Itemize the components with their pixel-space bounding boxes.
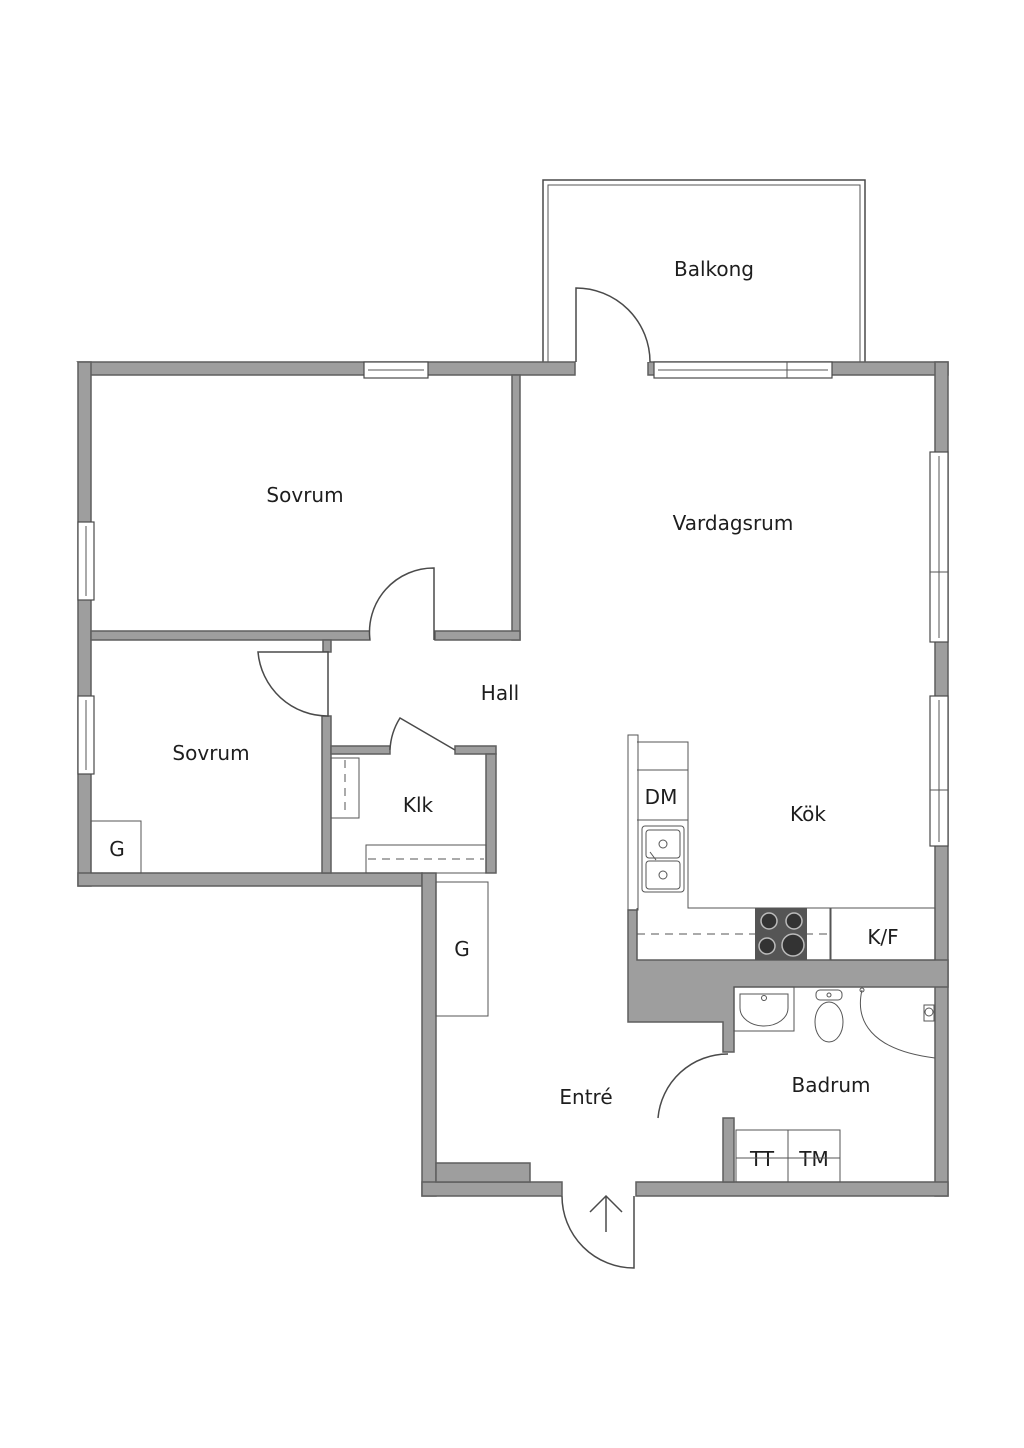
door-walk-in-closet[interactable] [389, 716, 456, 751]
room-label-balcony: Balkong [674, 257, 754, 281]
shower-icon [859, 987, 936, 1059]
doors [257, 287, 729, 1269]
bathroom-fixtures [733, 986, 936, 1059]
balcony-outline [542, 179, 866, 362]
laundry-appliances [735, 1129, 841, 1183]
window-living-top [653, 361, 833, 379]
windows [77, 361, 949, 847]
fixture-label-fridge-freezer: K/F [867, 925, 898, 949]
fixture-label-tumble-dryer: TT [749, 1147, 775, 1171]
arrow-up-icon [589, 1194, 623, 1232]
stove-icon [755, 908, 807, 960]
door-entrance[interactable] [561, 1195, 635, 1269]
window-bedroom-left [77, 521, 95, 601]
room-label-bedroom-large: Sovrum [266, 483, 343, 507]
kitchen-sink-icon [641, 825, 685, 893]
door-bedroom-large[interactable] [368, 567, 435, 641]
fridge-freezer [830, 907, 936, 961]
room-label-walk-in-closet: Klk [403, 793, 434, 817]
room-label-entrance: Entré [559, 1085, 612, 1109]
window-kitchen-right [929, 695, 949, 847]
wardrobe-bedroom [90, 820, 142, 874]
interior-walls [90, 374, 949, 1183]
door-balcony[interactable] [575, 287, 651, 363]
door-bedroom-small[interactable] [257, 651, 329, 717]
room-label-bathroom: Badrum [791, 1073, 870, 1097]
toilet-icon [814, 989, 844, 1043]
fixture-label-washing-machine: TM [798, 1147, 828, 1171]
fixture-label-wardrobe-bedroom: G [109, 837, 125, 861]
room-label-hall: Hall [481, 681, 519, 705]
wardrobe-entrance [435, 881, 489, 1017]
window-living-right [929, 451, 949, 643]
window-bedroom-small-left [77, 695, 95, 775]
window-bedroom-top [363, 361, 429, 379]
washbasin-icon [733, 986, 795, 1032]
closet-shelves [330, 757, 487, 874]
room-label-bedroom-small: Sovrum [172, 741, 249, 765]
room-label-living-room: Vardagsrum [673, 511, 794, 535]
room-label-kitchen: Kök [790, 802, 826, 826]
fixture-label-wardrobe-entrance: G [454, 937, 470, 961]
door-bathroom[interactable] [657, 1053, 729, 1119]
fixture-label-dishwasher: DM [645, 785, 678, 809]
